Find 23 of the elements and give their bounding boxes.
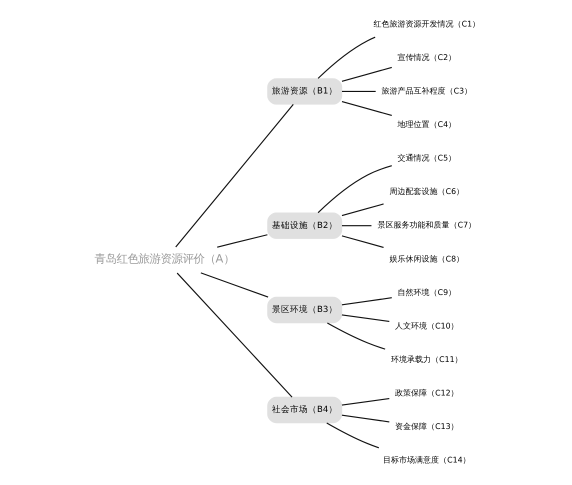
node-box: 基础设施（B2）: [266, 212, 342, 239]
connector: [216, 234, 268, 248]
connector: [176, 272, 292, 398]
connector: [317, 36, 375, 79]
node-box: 旅游资源（B1）: [266, 78, 342, 105]
node-box: 社会市场（B4）: [266, 396, 342, 424]
connector: [341, 398, 389, 406]
connector: [341, 90, 376, 92]
connector: [341, 203, 384, 216]
connector: [326, 322, 385, 350]
connector: [174, 104, 294, 248]
connector: [341, 235, 384, 248]
connector: [326, 422, 379, 448]
connector: [341, 297, 392, 306]
connector: [341, 414, 389, 422]
connector: [341, 225, 371, 226]
node-text: 青岛红色旅游资源评价（A）: [94, 252, 234, 266]
connector: [341, 66, 392, 82]
connector: [341, 101, 392, 116]
connector: [317, 165, 392, 214]
connector: [200, 272, 268, 298]
node-box: 景区环境（B3）: [266, 296, 342, 324]
connector: [341, 314, 389, 322]
